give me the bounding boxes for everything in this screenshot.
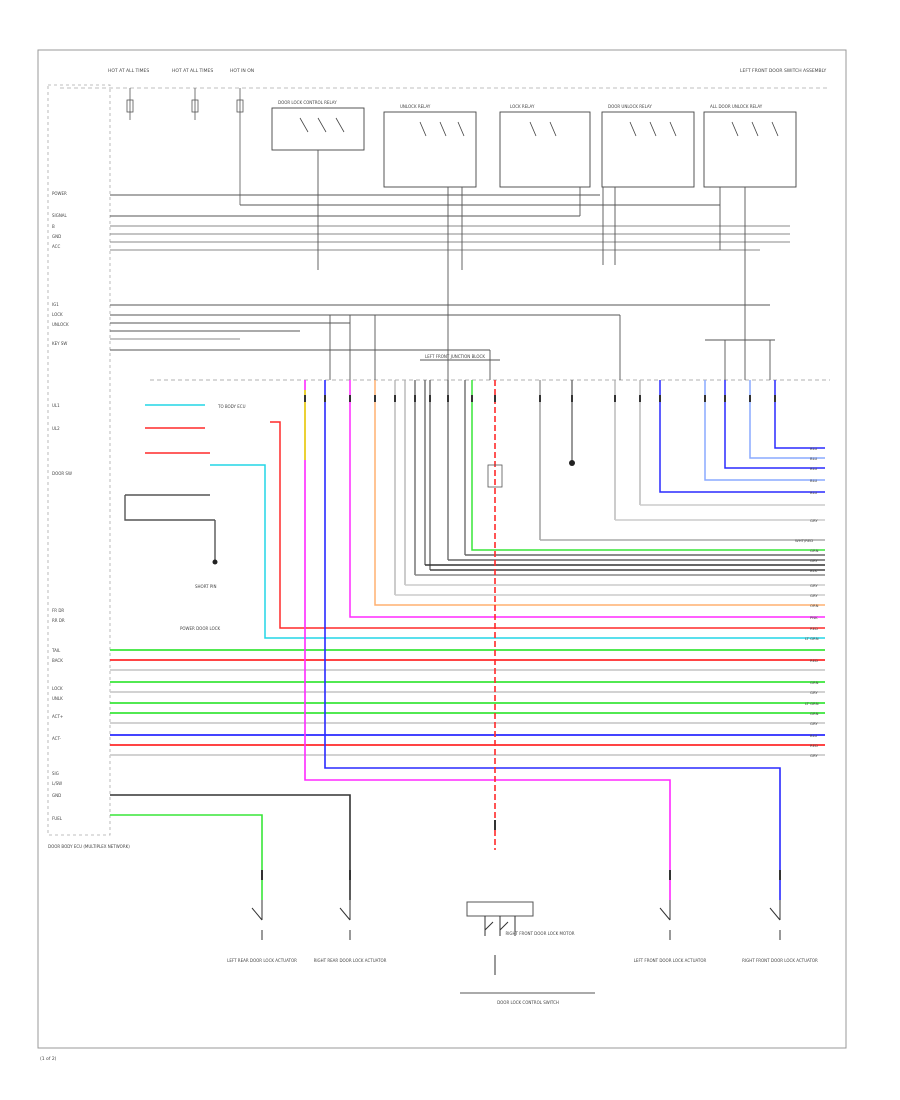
right-label: WHT/RED [795,538,813,543]
bottom-center-note: DOOR LOCK CONTROL SWITCH [497,1000,559,1005]
left-label: TAIL [51,648,61,653]
right-label: BLK [810,568,818,573]
left-label: KEY SW [52,341,67,346]
left-label: GND [52,793,61,798]
left-label: LOCK [52,312,63,317]
left-label: GND [52,234,61,239]
right-label: BLU [810,478,818,483]
junction-vertical-wires [394,380,641,595]
relay-1-label: DOOR LOCK CONTROL RELAY [278,100,337,105]
left-label: SIG [52,771,59,776]
relay-2-box [383,111,477,188]
diagram-border [37,49,847,1049]
left-label: RR DR [52,618,65,623]
ground-point [569,460,575,466]
right-label: RED [810,658,818,663]
fuse-group [126,88,244,205]
relay-2-label: UNLOCK RELAY [400,104,431,109]
right-label: RED [810,743,818,748]
fuse-label-3: HOT IN ON [230,68,254,74]
drop-wires [110,380,781,900]
junction-note: LEFT FRONT JUNCTION BLOCK [425,354,485,359]
left-label: UL1 [52,403,60,408]
right-labels: BLU BLU BLU BLU BLU GRY WHT/RED GRN GRY … [795,446,819,758]
right-label: GRY [810,690,818,695]
left-label: LOCK [52,686,63,691]
component-label-3: LEFT FRONT DOOR LOCK ACTUATOR [634,958,707,963]
connector-note-2: SHORT PIN [195,584,216,589]
right-label: ORN [810,603,819,608]
left-label: SIGNAL [52,213,68,218]
right-label: PNK [810,615,818,620]
right-label: BLU [810,446,818,451]
right-label: GRN [810,711,819,716]
bottom-actuators [251,900,781,994]
relay-vertical-wires [317,150,771,380]
relay-5-box [703,111,797,188]
fuse-label-2: HOT AT ALL TIMES [172,68,213,74]
right-label: GRY [810,593,818,598]
left-label: DOOR SW [52,471,72,476]
right-label: GRN [810,680,819,685]
left-label: ACT- [52,736,62,741]
left-block-note: DOOR BODY ECU (MULTIPLEX NETWORK) [48,844,130,849]
ground-point-left [212,559,218,565]
right-label: GRY [810,721,818,726]
right-label: LT GRN [805,636,819,641]
relay-4-box [601,111,695,188]
left-label: BACK [52,658,63,663]
right-label: LT GRN [805,701,819,706]
connector-note-3: POWER DOOR LOCK [180,626,221,631]
relay-contacts [299,117,779,137]
left-label: POWER [52,191,67,196]
left-label: FR DR [52,608,64,613]
left-labels: POWER SIGNAL B GND ACC IG1 LOCK UNLOCK K… [48,191,130,849]
right-label: GRN [810,548,819,553]
left-label: UNLK [52,696,63,701]
left-label: B [52,224,55,229]
right-label: GRY [810,753,818,758]
right-label: BLU [810,466,818,471]
connector-note-1: TO BODY ECU [217,404,246,409]
left-label: ACC [52,244,60,249]
body-ecu-outline [47,84,111,836]
relay-3-box [499,111,591,188]
left-label: UL2 [52,426,60,431]
right-label: GRY [810,518,818,523]
left-label: UNLOCK [52,322,69,327]
diode-box [487,464,503,488]
right-label: GRY [810,558,818,563]
component-label-1: LEFT REAR DOOR LOCK ACTUATOR [227,958,297,963]
left-label: ACT+ [52,714,63,719]
right-label: RED [810,626,818,631]
left-connectors [124,404,216,560]
page-indicator: (1 of 2) [40,1056,57,1062]
upper-bus-wires [110,194,790,361]
component-label-4: RIGHT FRONT DOOR LOCK ACTUATOR [742,958,818,963]
bottom-component-labels: LEFT REAR DOOR LOCK ACTUATOR RIGHT REAR … [227,931,818,1005]
relay-1-box [271,107,365,151]
right-side-wires [210,380,825,639]
component-label-5: RIGHT FRONT DOOR LOCK MOTOR [505,931,574,936]
top-right-note: LEFT FRONT DOOR SWITCH ASSEMBLY [740,68,827,74]
right-label: BLU [810,733,818,738]
fuse-label-1: HOT AT ALL TIMES [108,68,149,74]
component-label-2: RIGHT REAR DOOR LOCK ACTUATOR [314,958,387,963]
left-label: L/SW [52,781,62,786]
relay-3-label: LOCK RELAY [510,104,535,109]
lower-bus-wires [110,649,825,756]
relay-5-label: ALL DOOR UNLOCK RELAY [710,104,763,109]
left-label: IG1 [52,302,59,307]
left-label: FUEL [52,816,63,821]
right-label: BLU [810,490,818,495]
relay-group: DOOR LOCK CONTROL RELAY UNLOCK RELAY LOC… [271,100,797,188]
relay-4-label: DOOR UNLOCK RELAY [608,104,652,109]
right-label: GRY [810,583,818,588]
connector-ticks [261,395,781,880]
right-label: BLU [810,456,818,461]
